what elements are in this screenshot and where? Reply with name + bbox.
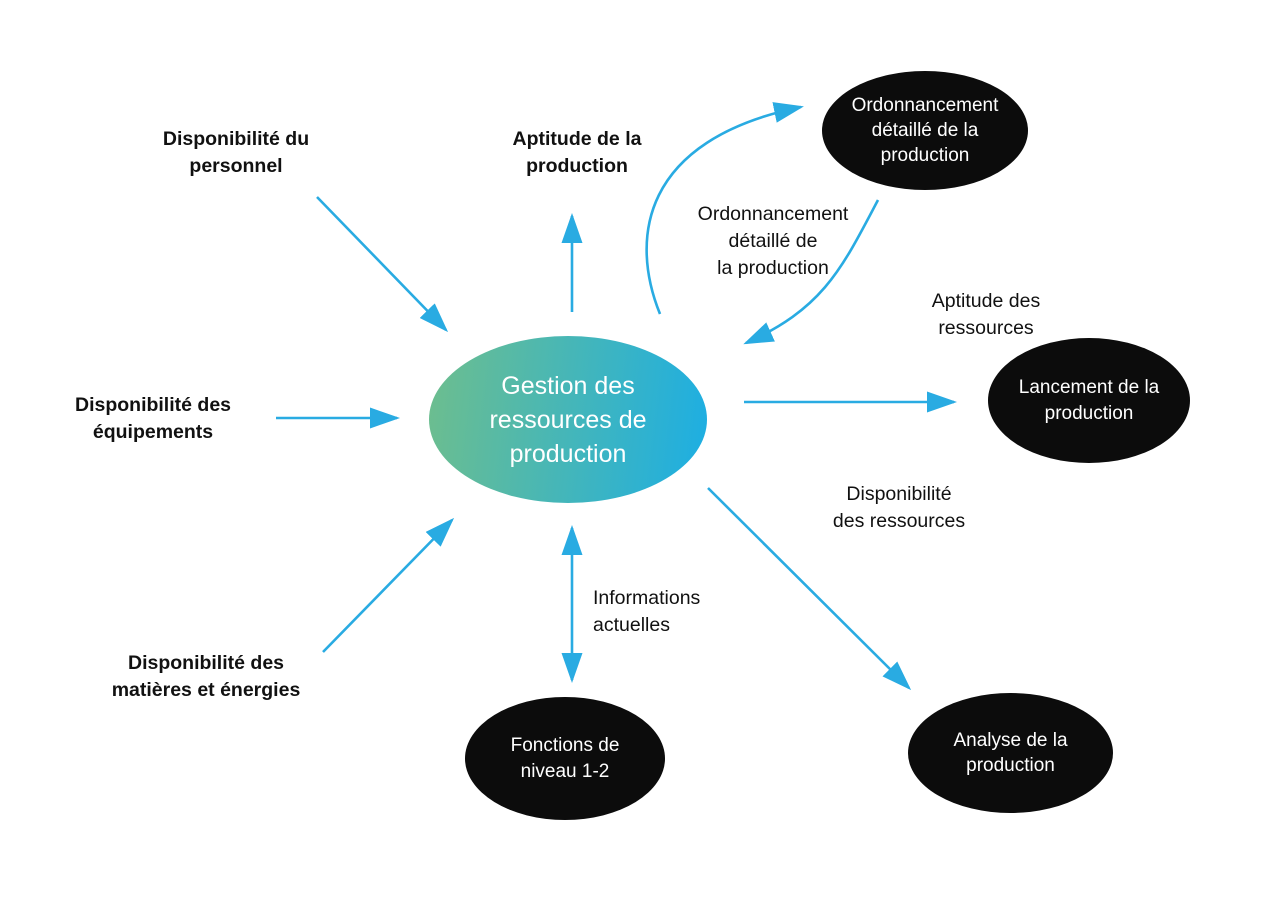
label-informations-actuelles: Informations actuelles xyxy=(593,587,701,636)
node-gestion-ressources: Gestion des ressources de production xyxy=(429,336,707,503)
label-aptitude-production: Aptitude de la production xyxy=(512,128,642,177)
node-lancement: Lancement de la production xyxy=(988,338,1190,463)
label-disponibilite-personnel: Disponibilité du personnel xyxy=(162,128,310,177)
node-analyse: Analyse de la production xyxy=(908,693,1113,813)
arrow-matieres-to-center xyxy=(322,517,455,653)
node-gestion-ressources-label: Gestion des ressources de production xyxy=(489,371,647,468)
arrow-personnel-to-center xyxy=(316,196,449,333)
node-ordonnancement: Ordonnancement détaillé de la production xyxy=(822,71,1028,190)
node-fonctions: Fonctions de niveau 1-2 xyxy=(465,697,665,820)
node-analyse-label: Analyse de la production xyxy=(953,729,1068,776)
label-aptitude-ressources: Aptitude des ressources xyxy=(931,290,1041,339)
node-fonctions-label: Fonctions de niveau 1-2 xyxy=(510,735,620,782)
label-disponibilite-equipements: Disponibilité des équipements xyxy=(74,394,232,443)
node-lancement-label: Lancement de la production xyxy=(1018,377,1160,424)
label-ordonnancement-detaille: Ordonnancement détaillé de la production xyxy=(697,203,849,279)
node-ordonnancement-label: Ordonnancement détaillé de la production xyxy=(851,94,999,167)
label-disponibilite-ressources: Disponibilité des ressources xyxy=(832,483,966,532)
label-disponibilite-matieres: Disponibilité des matières et énergies xyxy=(111,652,301,701)
